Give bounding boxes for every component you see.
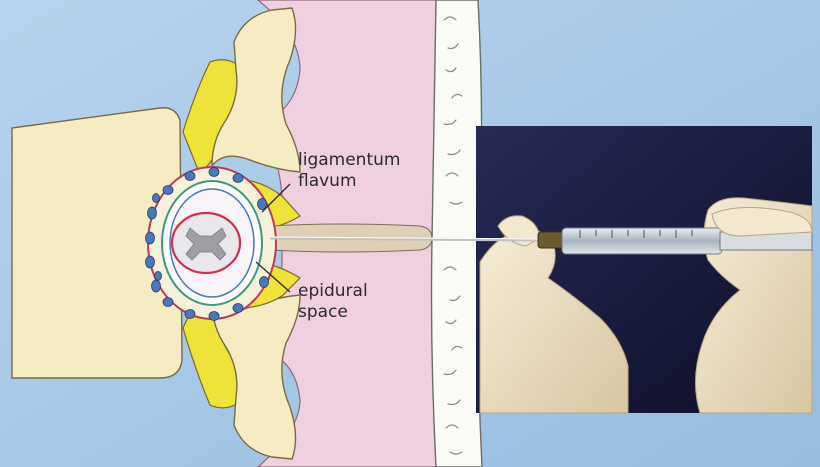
skin-layer	[432, 0, 483, 467]
ligamentum-label-line1: ligamentum	[298, 150, 400, 170]
needle-hub	[538, 232, 564, 248]
syringe-barrel	[562, 228, 722, 254]
ligamentum-label-line2: flavum	[298, 171, 357, 191]
epidural-label-line1: epidural	[298, 281, 368, 301]
epidural-label-line2: space	[298, 302, 348, 322]
